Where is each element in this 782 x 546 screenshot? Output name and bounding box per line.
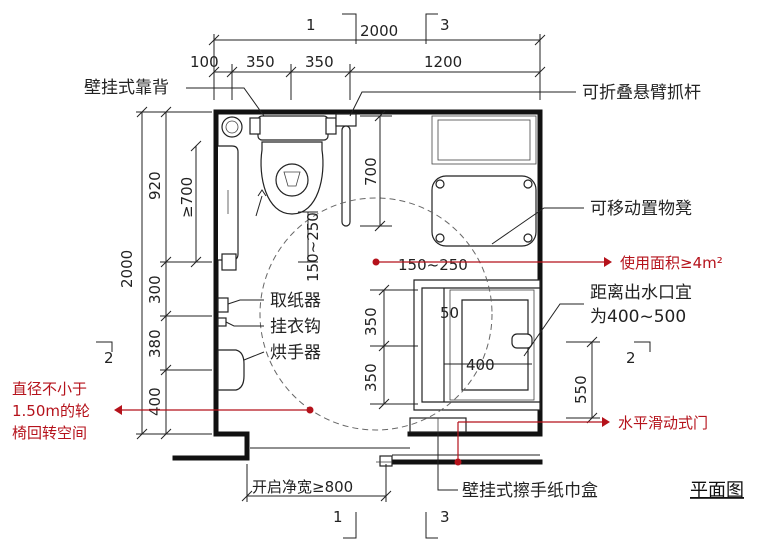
- plan-title: 平面图: [690, 480, 744, 501]
- hand-dryer: [217, 349, 245, 391]
- label-outlet-2: 为400~500: [590, 307, 686, 327]
- annotation-door: 水平滑动式门: [618, 414, 708, 432]
- dim-top-1200: 1200: [424, 53, 462, 71]
- label-grab-bar: 可折叠悬臂抓杆: [582, 83, 701, 103]
- dim-inner-150-250-h: 150~250: [398, 256, 468, 274]
- faucet: [511, 333, 533, 349]
- walls: [172, 109, 543, 465]
- annotation-turn-2: 1.50m的轮: [12, 402, 90, 420]
- section-1-top: 1: [306, 16, 316, 34]
- dim-inner-350b: 350: [362, 363, 380, 392]
- label-stool: 可移动置物凳: [590, 199, 692, 219]
- basin-grab-bar: [413, 279, 541, 411]
- section-markers: 1 3 1 3 2 2: [96, 13, 651, 539]
- section-1-bottom: 1: [333, 508, 343, 526]
- folding-grab-bar: [335, 113, 357, 227]
- dim-door-width: 开启净宽≥800: [252, 478, 353, 496]
- dim-top-2000: 2000: [360, 22, 398, 40]
- left-dimensions: 2000 920 300 380 400 ≥700: [118, 106, 212, 440]
- dim-inner-50: 50: [440, 304, 459, 322]
- turning-circle: [255, 189, 493, 431]
- dim-top-350a: 350: [246, 53, 275, 71]
- dim-inner-550: 550: [572, 375, 590, 404]
- label-paper-holder: 取纸器: [270, 291, 321, 311]
- grab-bar-wall: [218, 145, 239, 271]
- label-coat-hook: 挂衣钩: [270, 317, 321, 337]
- storage-cabinet: [431, 115, 537, 165]
- section-2-right: 2: [626, 349, 636, 367]
- top-dimensions: 2000 100 350 350 1200: [190, 22, 546, 100]
- coat-hook: [217, 317, 227, 327]
- interior-dimensions: 700 150~250 150~250 350 350 50 400: [298, 110, 600, 424]
- dim-left-920: 920: [146, 171, 164, 200]
- label-hand-dryer: 烘手器: [270, 343, 321, 363]
- dim-left-400: 400: [146, 387, 164, 416]
- dim-inner-350a: 350: [362, 307, 380, 336]
- annotation-area: 使用面积≥4m²: [620, 254, 723, 272]
- washbasin: [413, 279, 541, 411]
- dim-left-ge700: ≥700: [178, 177, 196, 218]
- dim-top-100: 100: [190, 53, 219, 71]
- label-towel-box: 壁挂式擦手纸巾盒: [462, 481, 598, 501]
- wall-roll-holder: [221, 116, 243, 138]
- backrest-mount-left: [249, 117, 261, 135]
- paper-dispenser: [217, 297, 229, 313]
- dim-inner-400: 400: [466, 356, 495, 374]
- label-backrest: 壁挂式靠背: [84, 78, 169, 98]
- annotation-turn-3: 椅回转空间: [12, 424, 87, 442]
- labels: 壁挂式靠背 可折叠悬臂抓杆 可移动置物凳 取纸器 挂衣钩 烘手器 距离出水口宜 …: [84, 78, 744, 501]
- section-3-bottom: 3: [440, 508, 450, 526]
- dim-left-2000: 2000: [118, 250, 136, 288]
- section-2-left: 2: [104, 349, 114, 367]
- dim-inner-700: 700: [362, 157, 380, 186]
- toilet-tank: [257, 115, 329, 141]
- dim-left-380: 380: [146, 329, 164, 358]
- dim-left-300: 300: [146, 275, 164, 304]
- sliding-door: [376, 455, 393, 467]
- backrest-mount-right: [325, 117, 337, 135]
- dim-top-350b: 350: [305, 53, 334, 71]
- label-outlet-1: 距离出水口宜: [590, 283, 692, 303]
- red-annotations: 使用面积≥4m² 直径不小于 1.50m的轮 椅回转空间 水平滑动式门: [12, 254, 723, 466]
- toilet: [249, 115, 337, 215]
- annotation-turn-1: 直径不小于: [12, 380, 87, 398]
- section-3-top: 3: [440, 16, 450, 34]
- stool: [431, 175, 537, 247]
- dim-inner-150-250-v: 150~250: [304, 212, 322, 282]
- door-width-dimension: 开启净宽≥800: [241, 464, 392, 502]
